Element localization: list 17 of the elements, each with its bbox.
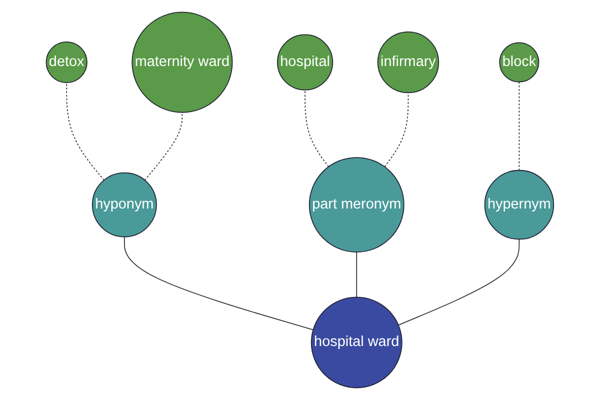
node-circle: part meronym <box>308 157 404 253</box>
node-circle: hyponym <box>92 172 157 238</box>
node-circle: maternity ward <box>132 12 233 113</box>
connector <box>398 238 520 326</box>
connector <box>518 81 520 171</box>
connector <box>124 236 314 330</box>
connector <box>304 89 330 168</box>
connector <box>356 252 358 298</box>
node-circle: hospital ward <box>310 296 402 388</box>
node-circle: infirmary <box>377 31 440 94</box>
connector <box>66 82 105 181</box>
connector <box>384 92 409 168</box>
node-circle: hypernym <box>484 170 554 240</box>
node-circle: detox <box>46 41 88 84</box>
node-circle: hospital <box>277 34 334 90</box>
connector <box>144 112 183 181</box>
node-circle: block <box>499 42 540 82</box>
